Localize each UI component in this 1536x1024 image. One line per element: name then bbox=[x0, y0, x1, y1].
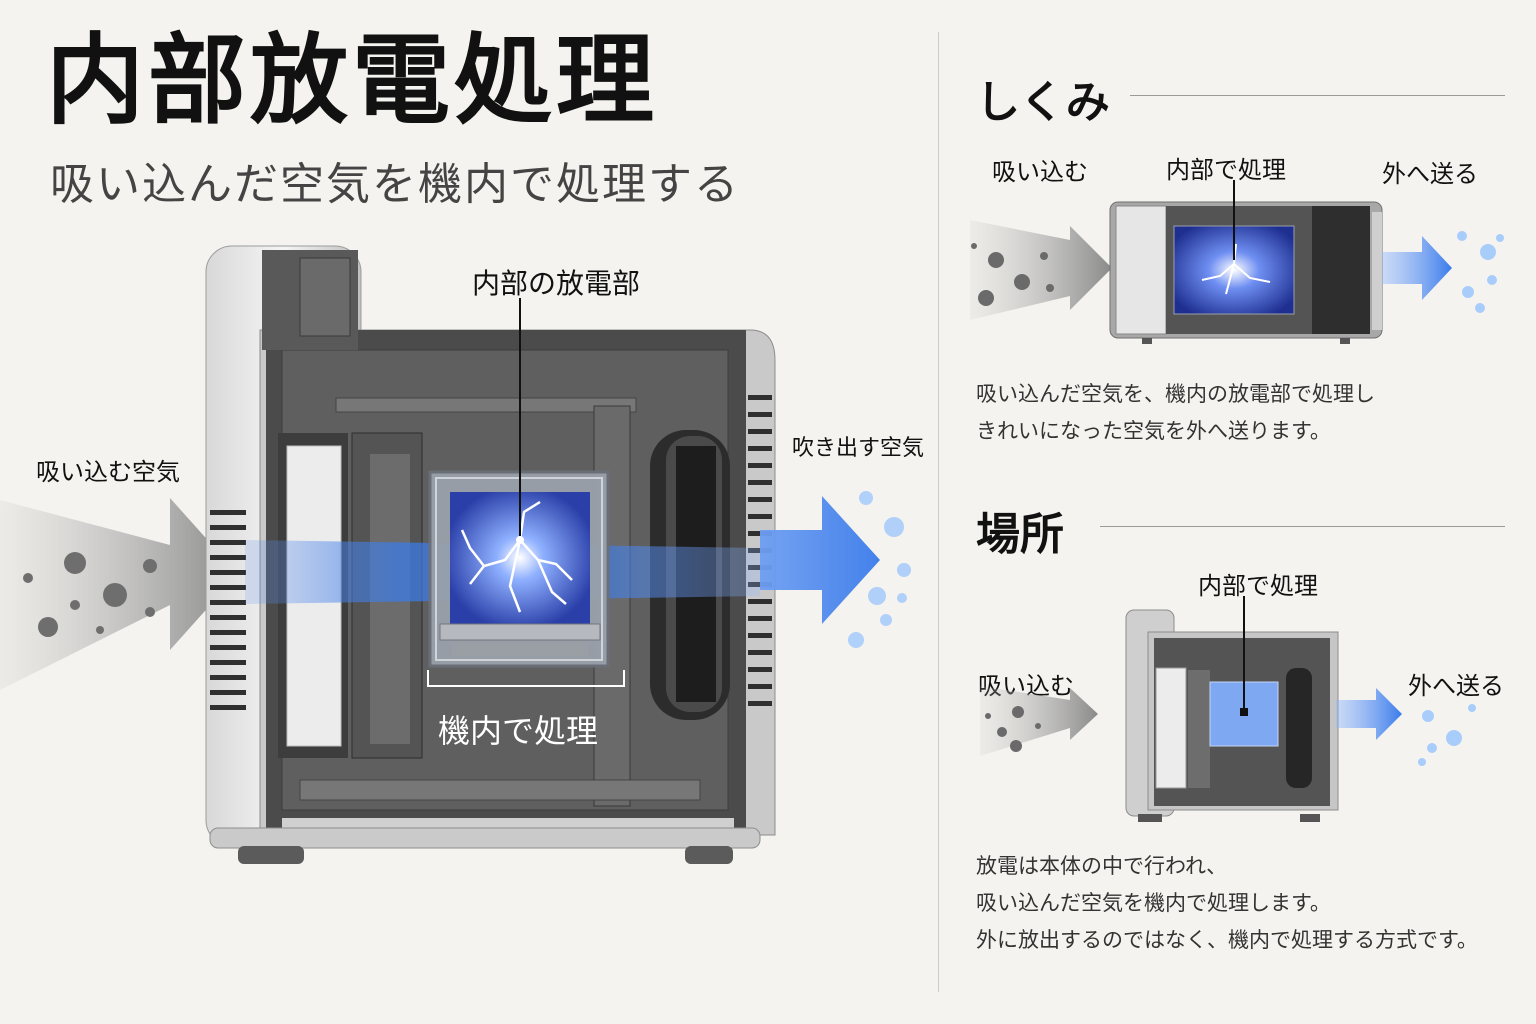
location-description-line-1: 放電は本体の中で行われ、 bbox=[976, 854, 1228, 878]
page-subtitle: 吸い込んだ空気を機内で処理する bbox=[50, 159, 740, 210]
outlet-grill bbox=[748, 395, 772, 706]
discharge-module bbox=[428, 470, 610, 668]
mechanism-discharge-icon bbox=[1201, 243, 1271, 295]
location-unit bbox=[1125, 609, 1339, 822]
mechanism-clean-bubbles bbox=[1457, 231, 1504, 313]
intake-air-label: 吸い込む空気 bbox=[36, 458, 180, 486]
location-intake-arrow bbox=[980, 686, 1098, 756]
mechanism-unit bbox=[1109, 201, 1383, 344]
dust-particles bbox=[23, 552, 157, 637]
mechanism-step-out: 外へ送る bbox=[1382, 160, 1478, 188]
mechanism-step-in: 吸い込む bbox=[992, 158, 1088, 186]
clean-air-bubbles bbox=[848, 491, 911, 648]
mechanism-outflow-arrow bbox=[1382, 236, 1452, 300]
process-bracket bbox=[427, 670, 625, 687]
location-process-marker bbox=[1240, 708, 1248, 716]
inner-process-label: 機内で処理 bbox=[438, 712, 599, 750]
location-heading: 場所 bbox=[976, 509, 1064, 560]
location-outflow-arrow bbox=[1336, 688, 1402, 740]
mechanism-intake-arrow bbox=[970, 220, 1112, 320]
location-description-line-3: 外に放出するのではなく、機内で処理する方式です。 bbox=[976, 928, 1478, 952]
column-divider bbox=[938, 32, 939, 992]
location-step-process: 内部で処理 bbox=[1198, 572, 1318, 600]
location-diagram bbox=[980, 596, 1476, 822]
outflow-air-label: 吹き出す空気 bbox=[792, 436, 925, 461]
intake-grill bbox=[210, 510, 246, 710]
discharge-point bbox=[516, 536, 524, 544]
mechanism-heading: しくみ bbox=[976, 77, 1110, 128]
location-description-line-2: 吸い込んだ空気を機内で処理します。 bbox=[976, 891, 1331, 915]
location-clean-bubbles bbox=[1418, 704, 1476, 766]
mechanism-heading-rule bbox=[1130, 95, 1505, 96]
location-dust-particles bbox=[985, 706, 1041, 752]
mechanism-diagram bbox=[970, 180, 1504, 344]
main-cutaway-diagram bbox=[0, 245, 911, 864]
mechanism-description-line-2: きれいになった空気を外へ送ります。 bbox=[976, 419, 1331, 443]
page-title: 内部放電処理 bbox=[46, 24, 659, 138]
outflow-air-arrow bbox=[760, 496, 880, 624]
mechanism-description-line-1: 吸い込んだ空気を、機内の放電部で処理し bbox=[976, 382, 1375, 406]
discharge-unit-label: 内部の放電部 bbox=[472, 267, 641, 300]
location-step-out: 外へ送る bbox=[1408, 672, 1504, 700]
electric-discharge-icon bbox=[460, 500, 573, 613]
mechanism-dust-particles bbox=[971, 243, 1054, 306]
mechanism-step-process: 内部で処理 bbox=[1166, 156, 1286, 184]
location-heading-rule bbox=[1100, 526, 1505, 527]
